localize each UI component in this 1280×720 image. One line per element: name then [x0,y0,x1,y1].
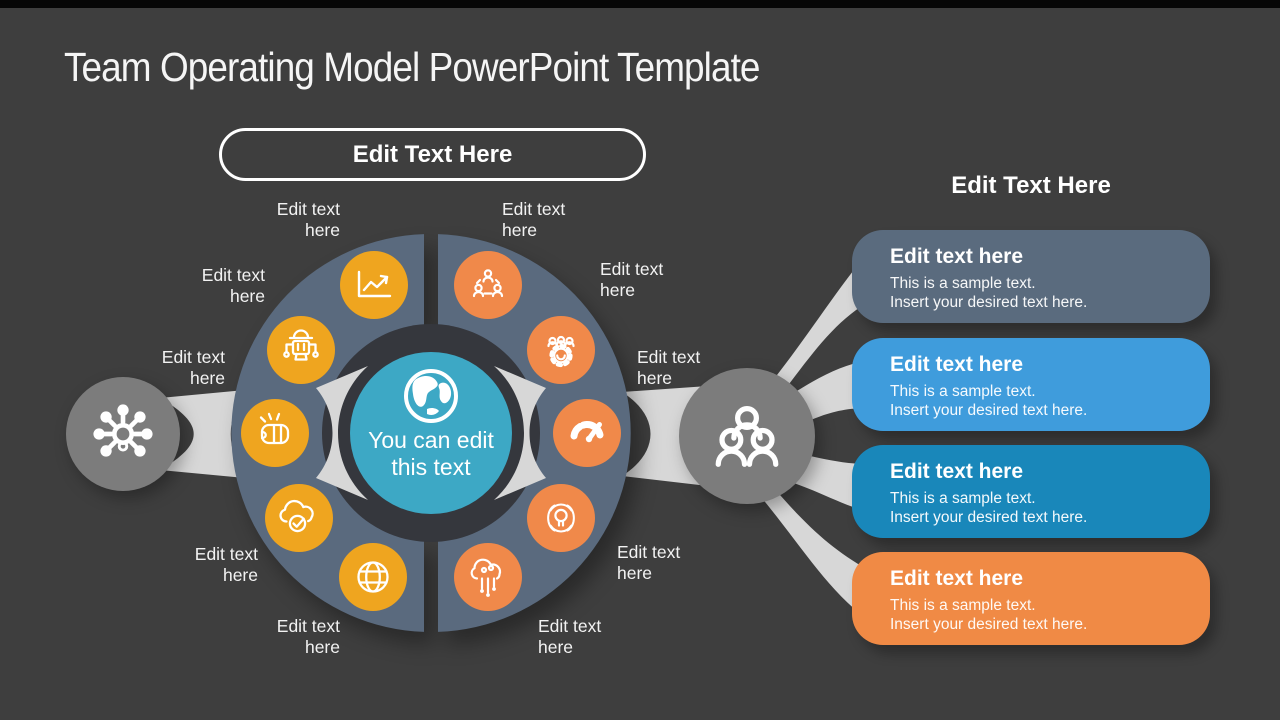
fan-ribbon-4 [750,462,868,620]
info-box-body: This is a sample text. Insert your desir… [890,490,1088,526]
info-box-2[interactable]: Edit text here This is a sample text. In… [852,338,1210,431]
left-node[interactable] [66,377,180,491]
info-box-body: This is a sample text. Insert your desir… [890,275,1088,311]
hub-network-icon [93,404,153,457]
globe-icon [404,369,458,423]
ring-icons-left [241,251,408,611]
info-box-body: This is a sample text. Insert your desir… [890,383,1088,419]
info-box-title: Edit text here [890,245,1024,268]
team-gear-icon[interactable] [527,316,595,384]
ring-icons-right [454,251,621,611]
info-box-3[interactable]: Edit text here This is a sample text. In… [852,445,1210,538]
globe-grid-icon[interactable] [339,543,407,611]
cloud-check-icon[interactable] [265,484,333,552]
page-title: Team Operating Model PowerPoint Template [64,44,760,90]
info-box-body: This is a sample text. Insert your desir… [890,597,1088,633]
right-node[interactable] [679,368,815,504]
right-panel-heading: Edit Text Here [951,172,1111,199]
left-node-ribbon [160,390,245,478]
tree-circuit-icon[interactable] [454,543,522,611]
info-box-4[interactable]: Edit text here This is a sample text. In… [852,552,1210,645]
idea-icon[interactable] [527,484,595,552]
robot-icon[interactable] [267,316,335,384]
edit-text-button-label: Edit Text Here [352,140,513,168]
info-box-1[interactable]: Edit text here This is a sample text. In… [852,230,1210,323]
center-circle-text[interactable]: You can edit this text [368,427,494,480]
people-network-icon[interactable] [454,251,522,319]
info-box-title: Edit text here [890,567,1024,590]
center-ribbons [316,366,546,500]
edit-text-button[interactable]: Edit Text Here [219,128,646,181]
punch-icon[interactable] [241,399,309,467]
info-box-title: Edit text here [890,460,1024,483]
line-chart-icon[interactable] [340,251,408,319]
gauge-icon[interactable] [553,399,621,467]
top-strip [0,0,1280,8]
team-people-icon [715,406,779,467]
info-box-title: Edit text here [890,353,1024,376]
center-circle[interactable] [350,352,512,514]
